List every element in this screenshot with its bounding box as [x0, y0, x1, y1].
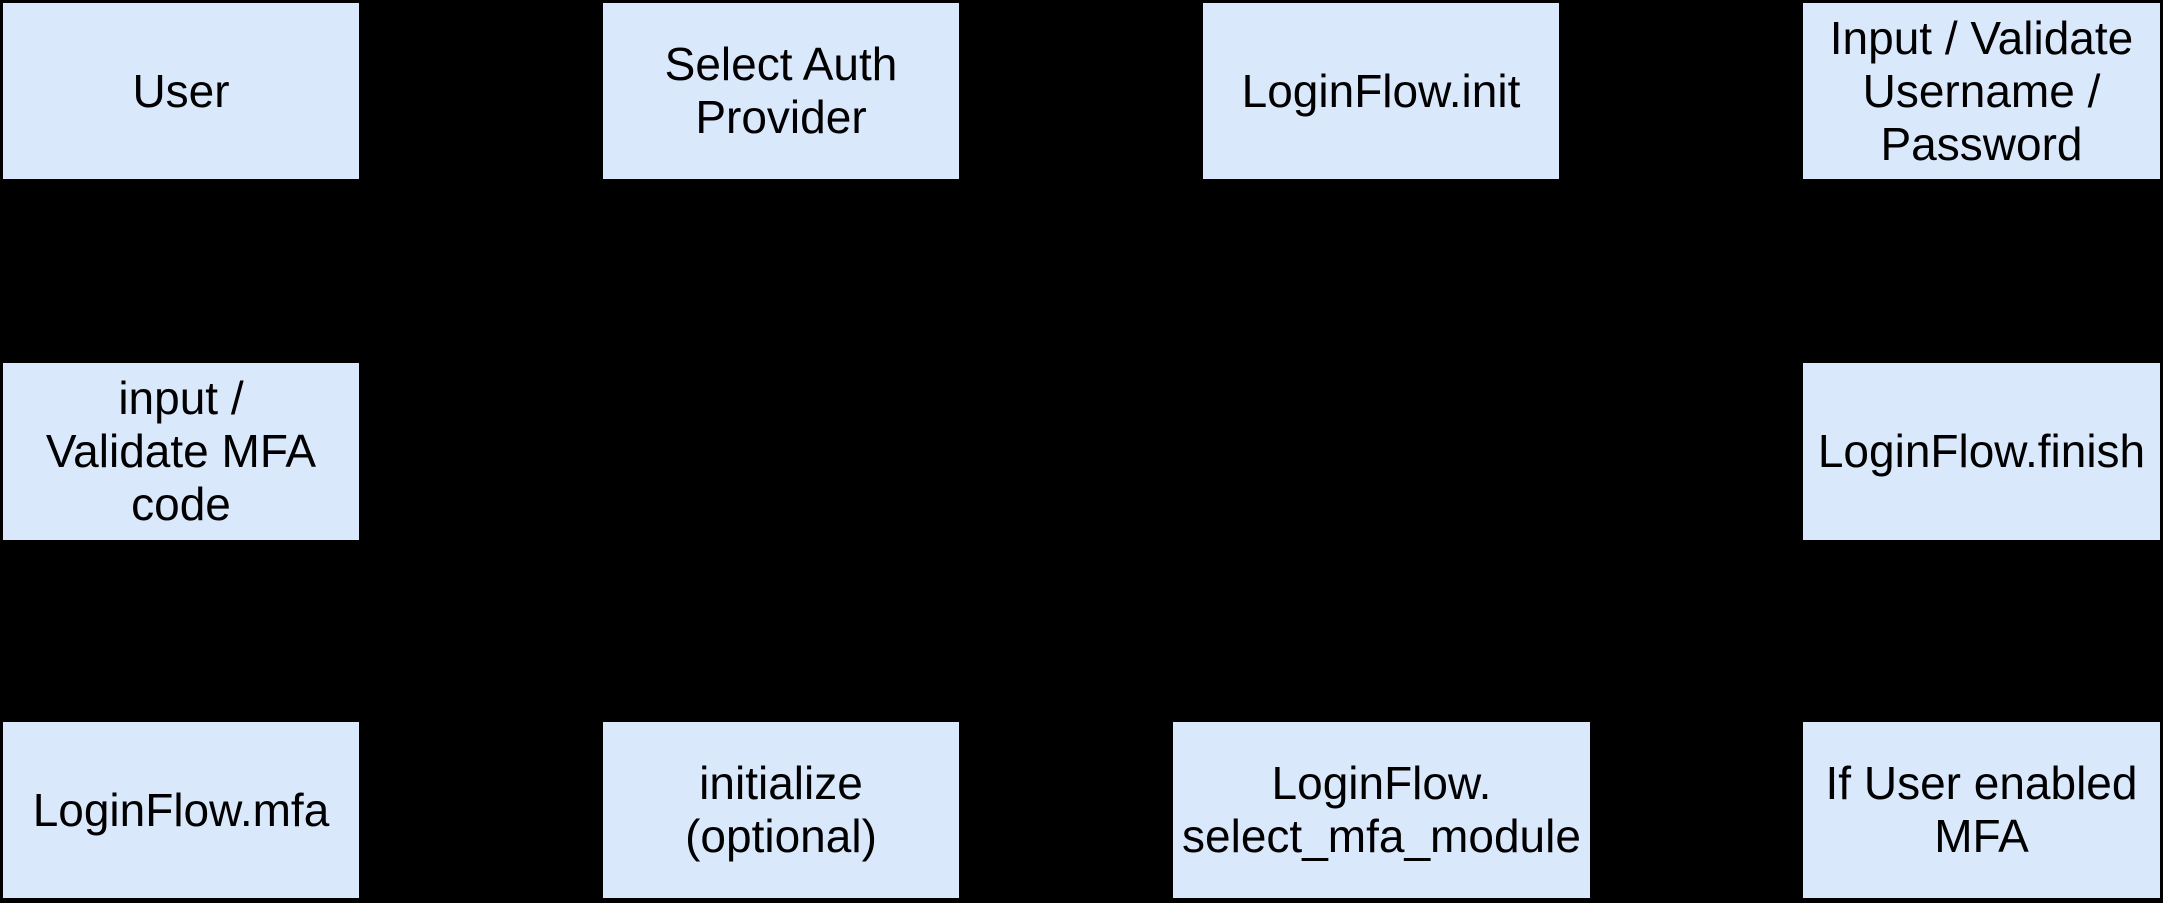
node-loginflow-mfa: LoginFlow.mfa — [3, 722, 359, 898]
node-input-validate-username-password: Input / Validate Username / Password — [1803, 3, 2160, 179]
node-loginflow-init: LoginFlow.init — [1203, 3, 1559, 179]
node-loginflow-finish: LoginFlow.finish — [1803, 363, 2160, 540]
node-input-validate-mfa-code: input / Validate MFA code — [3, 363, 359, 540]
node-if-user-enabled-mfa: If User enabled MFA — [1803, 722, 2160, 898]
node-initialize-optional: initialize (optional) — [603, 722, 959, 898]
node-loginflow-select-mfa-module: LoginFlow. select_mfa_module — [1173, 722, 1590, 898]
node-user: User — [3, 3, 359, 179]
node-select-auth-provider: Select Auth Provider — [603, 3, 959, 179]
